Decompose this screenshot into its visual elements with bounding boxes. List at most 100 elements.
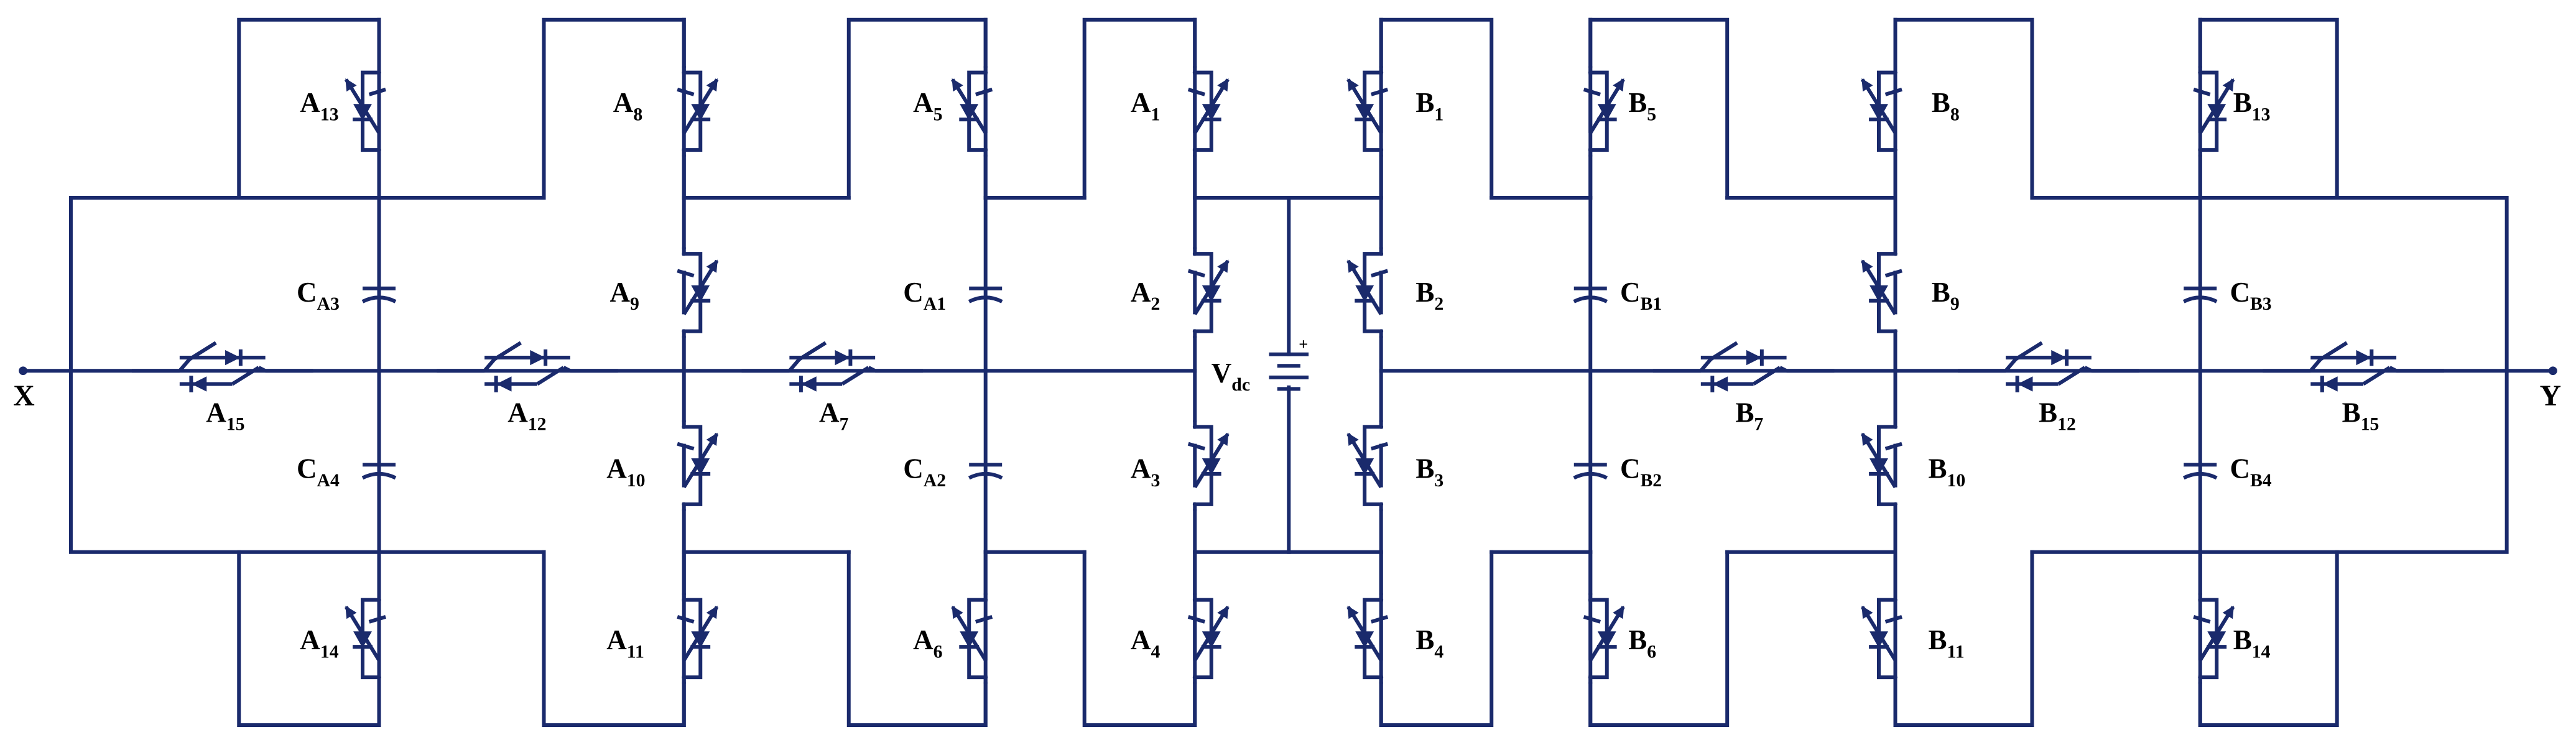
switch-bar (368, 615, 386, 624)
label-b6-sub: 6 (1647, 642, 1656, 662)
node (1379, 502, 1384, 507)
label-a13-main: A (300, 87, 320, 118)
node (1379, 147, 1384, 152)
arrow-head (706, 605, 718, 619)
label-b15-main: B (2342, 397, 2361, 428)
switch-bar (677, 88, 695, 96)
capacitor-plate-curved (361, 295, 397, 303)
cell-bottom (1379, 550, 1494, 727)
label-a13-sub: 13 (320, 104, 339, 124)
label-a7: A7 (819, 397, 849, 434)
label-a12-main: A (507, 397, 528, 428)
arrow-head (1347, 432, 1359, 447)
switch-bar (1370, 615, 1389, 624)
label-b14: B14 (2233, 624, 2271, 662)
label-b10-main: B (1929, 453, 1947, 484)
label-a2-sub: 2 (1151, 294, 1160, 314)
label-b8: B8 (1932, 87, 1960, 124)
plus-sign: + (1299, 335, 1308, 353)
label-a7-main: A (819, 397, 840, 428)
capacitor-plate-curved (968, 471, 1003, 480)
capacitor-CA2 (968, 463, 1003, 480)
node (1893, 598, 1897, 603)
label-vdc-sub: dc (1231, 375, 1250, 395)
diode-icon (691, 631, 710, 649)
terminal-label-y: Y (2540, 379, 2561, 412)
label-a12-sub: 12 (528, 415, 547, 435)
label-vdc-main: V (1212, 358, 1232, 389)
switch-blade (1699, 358, 1712, 373)
arrow-head (345, 78, 357, 92)
diode-icon (1202, 458, 1221, 475)
switch-A10 (677, 420, 719, 511)
switch-bar (1884, 615, 1902, 624)
diode-icon (1355, 285, 1374, 302)
node (2198, 70, 2203, 75)
switch-bar (677, 269, 695, 278)
node (682, 70, 687, 75)
switch-B10 (1860, 420, 1902, 511)
label-a9: A9 (610, 277, 639, 314)
node (682, 502, 687, 507)
switch-B15 (2263, 341, 2444, 392)
label-a2: A2 (1131, 277, 1160, 314)
label-a7-sub: 7 (840, 415, 849, 435)
label-b4-sub: 4 (1434, 642, 1443, 662)
label-a8-main: A (613, 87, 634, 118)
diode-icon (1597, 104, 1616, 121)
dc-source (1269, 352, 1309, 391)
switch-A9 (677, 247, 719, 338)
diode-icon (2207, 104, 2226, 121)
diode-icon (1355, 631, 1374, 649)
node (1588, 675, 1593, 680)
switch-B9 (1860, 247, 1902, 338)
arrow-head (706, 432, 718, 447)
capacitor-plate-curved (2182, 295, 2218, 303)
wiring (21, 17, 2555, 727)
arrow-head (1347, 259, 1359, 273)
diode-icon (1869, 631, 1888, 649)
node (1893, 502, 1897, 507)
switch-bar (975, 88, 993, 96)
label-a3-main: A (1131, 453, 1151, 484)
switch-B7 (1652, 341, 1835, 392)
label-a11: A11 (606, 624, 644, 662)
capacitor-plate-curved (361, 471, 397, 480)
label-a9-main: A (610, 277, 631, 308)
switch-bar (677, 442, 695, 451)
arrow-head (706, 259, 718, 273)
label-b12: B12 (2039, 397, 2076, 434)
label-a10: A10 (606, 453, 645, 491)
switch-bar (677, 615, 695, 624)
diode-icon (353, 104, 372, 121)
node (1893, 329, 1897, 334)
outer-right-frame (2198, 196, 2509, 554)
label-b3-sub: 3 (1434, 471, 1443, 491)
label-cb4-main: C (2230, 453, 2250, 484)
label-a15: A15 (206, 397, 244, 434)
label-b2-main: B (1415, 277, 1434, 308)
switch-bar (1583, 615, 1601, 624)
label-cb3-main: C (2230, 277, 2250, 308)
switch-bar (1187, 269, 1206, 278)
node (1588, 147, 1593, 152)
label-b4: B4 (1415, 624, 1443, 662)
switch-blade (257, 366, 266, 373)
label-a4-sub: 4 (1151, 642, 1160, 662)
node (682, 424, 687, 429)
switch-B12 (1958, 341, 2139, 392)
node (1379, 675, 1384, 680)
cell-top (1893, 17, 2034, 200)
capacitor-CB1 (1573, 286, 1608, 303)
label-a4-main: A (1131, 624, 1151, 655)
switch-blade (841, 366, 870, 386)
label-cb1: CB1 (1620, 277, 1662, 314)
arrow-head (1347, 78, 1359, 92)
switch-bar (1187, 615, 1206, 624)
label-a14: A14 (300, 624, 338, 662)
switch-bar (1370, 442, 1389, 451)
label-ca4-sub: A4 (317, 471, 340, 491)
arrow-head (1217, 78, 1229, 92)
capacitor-plate-curved (1573, 471, 1608, 480)
switch-bar (1370, 88, 1389, 96)
